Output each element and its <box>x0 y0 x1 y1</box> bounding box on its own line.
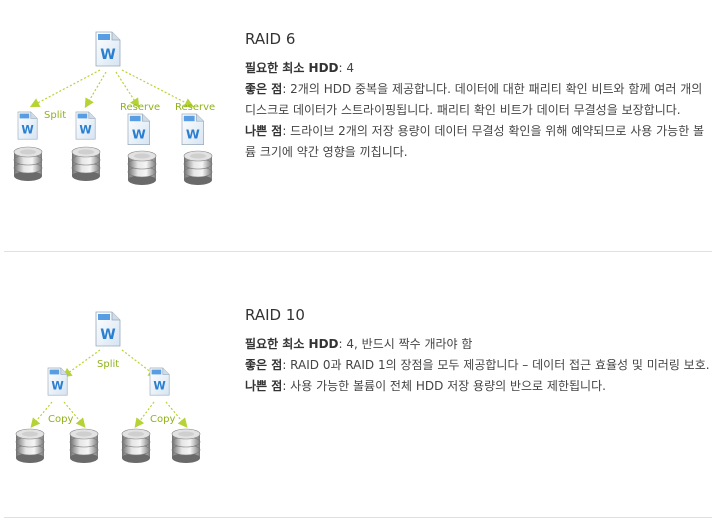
cons-line: 나쁜 점: 사용 가능한 볼륨이 전체 HDD 저장 용량의 반으로 제한됩니다… <box>245 376 710 397</box>
split-doc-icon <box>149 367 170 396</box>
reserve-doc-icon <box>127 113 151 146</box>
raid6-section: Split Reserve Reserve RAID 6 필요한 최소 HDD:… <box>0 0 720 250</box>
split-doc-icon <box>47 367 68 396</box>
section-title: RAID 10 <box>245 306 305 324</box>
reserve-label: Reserve <box>175 102 215 113</box>
requirement-label: 필요한 최소 HDD <box>245 337 339 351</box>
split-label: Split <box>44 110 66 121</box>
cons-value: : 드라이브 2개의 저장 용량이 데이터 무결성 확인을 위해 예약되므로 사… <box>245 124 705 159</box>
requirement-value: : 4 <box>338 61 355 75</box>
word-document-icon <box>95 311 121 347</box>
pros-line: 좋은 점: 2개의 HDD 중복을 제공합니다. 데이터에 대한 패리티 확인 … <box>245 79 710 121</box>
pros-value: : RAID 0과 RAID 1의 장점을 모두 제공합니다 – 데이터 접근 … <box>282 358 710 372</box>
section-divider <box>4 251 712 252</box>
raid6-diagram: Split Reserve Reserve <box>13 31 215 186</box>
hard-disk-stack-icon <box>121 428 151 464</box>
raid10-diagram: Split Copy Copy <box>15 311 201 464</box>
requirement-label: 필요한 최소 HDD <box>245 61 339 75</box>
requirement-line: 필요한 최소 HDD: 4 <box>245 58 710 79</box>
pros-label: 좋은 점 <box>245 82 283 96</box>
raid6-text: RAID 6 필요한 최소 HDD: 4 좋은 점: 2개의 HDD 중복을 제… <box>245 30 710 163</box>
section-divider <box>4 517 712 518</box>
split-label: Split <box>97 359 119 370</box>
cons-label: 나쁜 점 <box>245 124 283 138</box>
requirement-line: 필요한 최소 HDD: 4, 반드시 짝수 개라야 함 <box>245 334 710 355</box>
hard-disk-stack-icon <box>13 146 43 182</box>
requirement-value: : 4, 반드시 짝수 개라야 함 <box>338 337 473 351</box>
hard-disk-stack-icon <box>171 428 201 464</box>
copy-label: Copy <box>150 414 175 425</box>
split-doc-icon <box>17 111 38 140</box>
hard-disk-stack-icon <box>183 150 213 186</box>
reserve-doc-icon <box>181 113 205 146</box>
hard-disk-stack-icon <box>71 146 101 182</box>
cons-value: : 사용 가능한 볼륨이 전체 HDD 저장 용량의 반으로 제한됩니다. <box>282 379 606 393</box>
cons-line: 나쁜 점: 드라이브 2개의 저장 용량이 데이터 무결성 확인을 위해 예약되… <box>245 121 710 163</box>
raid10-section: Split Copy Copy RAID 10 필요한 최소 HDD: 4, 반… <box>0 280 720 520</box>
pros-line: 좋은 점: RAID 0과 RAID 1의 장점을 모두 제공합니다 – 데이터… <box>245 355 710 376</box>
hard-disk-stack-icon <box>15 428 45 464</box>
split-doc-icon <box>75 111 96 140</box>
raid10-text: RAID 10 필요한 최소 HDD: 4, 반드시 짝수 개라야 함 좋은 점… <box>245 306 710 397</box>
section-title: RAID 6 <box>245 30 296 48</box>
copy-label: Copy <box>48 414 73 425</box>
word-document-icon <box>95 31 121 67</box>
hard-disk-stack-icon <box>69 428 99 464</box>
pros-label: 좋은 점 <box>245 358 283 372</box>
hard-disk-stack-icon <box>127 150 157 186</box>
reserve-label: Reserve <box>120 102 160 113</box>
pros-value: : 2개의 HDD 중복을 제공합니다. 데이터에 대한 패리티 확인 비트와 … <box>245 82 703 117</box>
cons-label: 나쁜 점 <box>245 379 283 393</box>
